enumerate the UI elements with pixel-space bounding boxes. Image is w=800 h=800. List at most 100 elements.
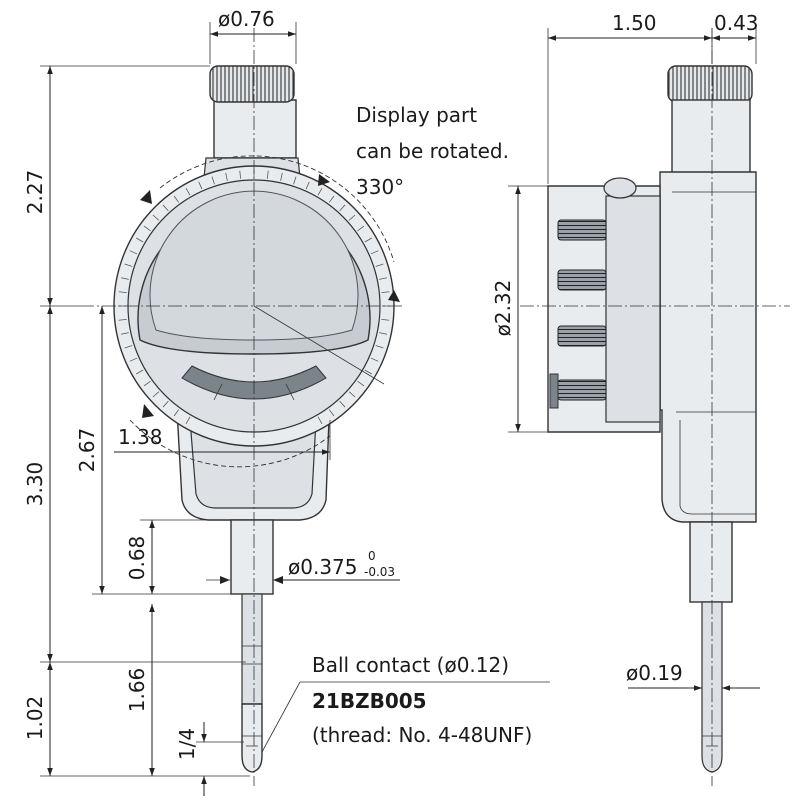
bezel-tick [339,204,346,212]
front-neck [213,99,297,159]
bezel-tick [375,345,384,349]
bezel-tick [379,332,388,335]
bezel-tick [152,391,160,398]
bezel-tick [129,250,138,255]
bezel-tick [370,357,379,362]
dimension-lines [40,22,760,796]
dim-stem-tol-lower: -0.03 [364,565,395,579]
dim-side-knob: 0.43 [714,11,759,35]
bezel-tick [364,369,372,375]
dim-stem-diameter: ø0.375 [288,555,358,579]
side-button-3 [557,325,607,347]
bezel-tick [379,277,388,280]
side-bottom-clip [549,373,559,409]
bezel-tick [370,250,379,255]
bezel-tick [120,332,129,335]
bezel-tick [211,176,215,185]
bezel-tick [136,237,144,243]
bezel-tick [266,170,269,179]
bezel-tick [381,318,390,321]
bezel-tick [118,318,127,321]
front-spindle [241,593,263,705]
bezel-tick [143,225,151,232]
note-contact-line1: Ball contact (ø0.12) [312,653,509,677]
bezel-tick [143,380,151,387]
dim-top-height: 2.27 [23,170,47,215]
bezel-tick [173,195,180,203]
front-contact-point [241,703,263,773]
rotation-arc [159,155,395,263]
front-view [80,28,404,786]
bezel-tick [348,391,356,398]
bezel-tick [328,409,335,417]
note-rotate-line1: Display part [356,103,477,127]
dim-bottom-height: 3.30 [23,462,47,507]
bezel-tick [152,214,160,221]
rotation-arrow-left [140,190,152,204]
bezel-tick [348,214,356,221]
bezel-tick [317,416,323,424]
rotation-arrow-top [318,174,330,186]
dim-knob-diameter: ø0.76 [218,7,275,31]
bezel-tick [118,291,127,294]
side-button-2 [557,269,607,291]
side-back-body [659,171,757,523]
side-view [520,28,790,786]
rotation-arrow-bottom [142,404,154,418]
bezel-tick [280,172,283,181]
rotation-arrow-right [388,290,400,302]
front-stem [230,519,274,595]
bezel-tick [357,380,365,387]
side-back-lower [676,411,756,515]
front-knob [209,65,295,103]
note-contact-line3: (thread: No. 4-48UNF) [312,723,532,747]
front-spindle-groove [242,645,262,665]
side-button-1 [557,219,607,241]
bezel-tick [129,357,138,362]
front-bezel-ticks [118,170,390,424]
dim-spindle-length: 0.68 [125,536,149,581]
bezel-tick [124,345,133,349]
bezel-tick [173,409,180,417]
bezel-tick [120,277,129,280]
side-neck [671,99,751,175]
front-button-divider-2 [285,383,295,401]
front-button-divider-1 [213,383,223,401]
bezel-tick [162,204,169,212]
bezel-tick [239,170,242,179]
dim-thread-length: 1/4 [175,728,199,760]
dim-body-width: 1.38 [118,425,163,449]
note-rotate-line3: 330° [356,175,404,199]
side-display-slab [605,195,661,423]
side-stem [689,521,733,603]
bezel-tick [328,195,335,203]
note-rotate-line2: can be rotated. [356,139,509,163]
dim-spindle-to-center: 2.67 [75,428,99,473]
side-button-4 [557,379,607,401]
bezel-tick [357,225,365,232]
bezel-tick [185,188,191,196]
bezel-tick [364,237,372,243]
rotation-pointer [253,305,385,385]
dim-side-depth: 1.50 [612,11,657,35]
side-knob [667,65,753,103]
bezel-tick [185,416,191,424]
bezel-tick [225,172,228,181]
bezel-tick [198,181,203,190]
bezel-tick [293,176,297,185]
bezel-tick [317,188,323,196]
bezel-tick [162,400,169,408]
bezel-tick [305,181,310,190]
bezel-tick [124,263,133,267]
side-top-cap [603,177,637,199]
bezel-tick [375,263,384,267]
bezel-tick [339,400,346,408]
dim-stem-tol-upper: 0 [368,549,376,563]
dim-lower-total: 1.02 [23,696,47,741]
dim-contact-length: 1.66 [125,668,149,713]
dim-face-diameter: ø2.32 [491,280,515,337]
dim-side-spindle-diameter: ø0.19 [626,661,683,685]
labels: ø0.76 2.27 3.30 1.02 2.67 1.38 0.68 1.66… [23,7,759,760]
note-contact-part: 21BZB005 [312,689,427,713]
